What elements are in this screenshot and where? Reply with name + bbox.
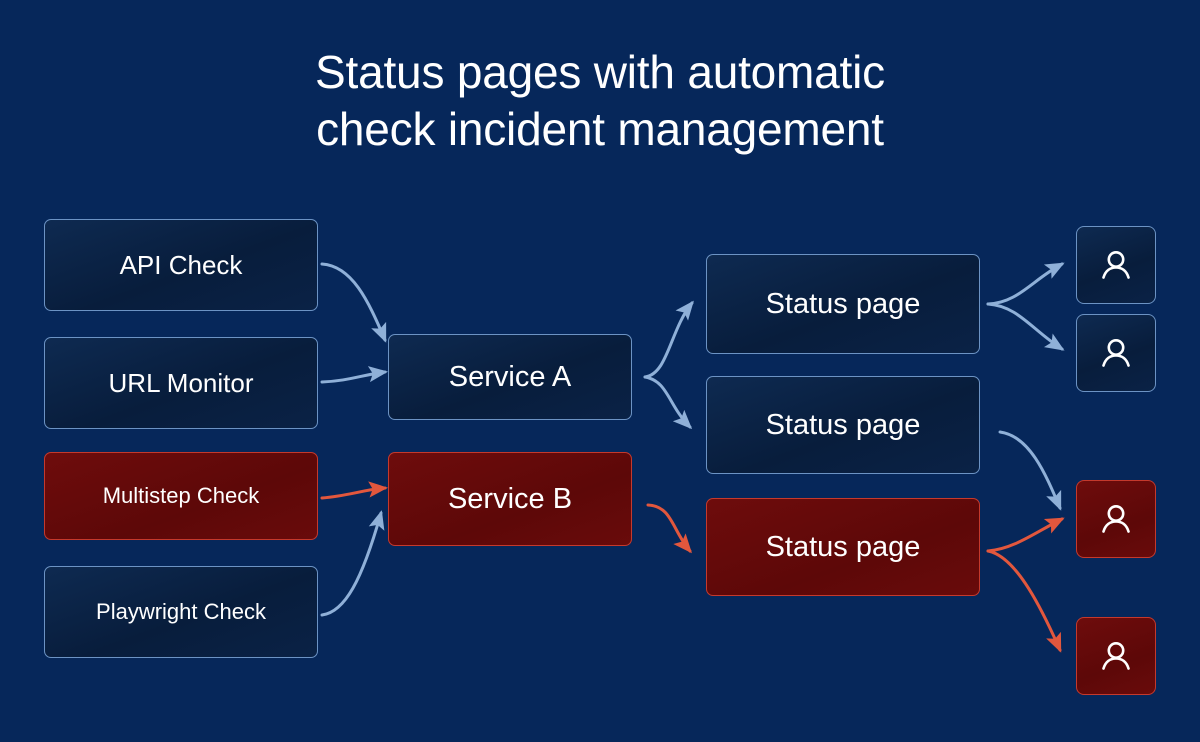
service-label: Service B [447,482,573,515]
link-service-a-to-status-page-1 [643,300,694,379]
link-service-b-to-status-page-3 [646,503,692,554]
subscriber-box-1[interactable] [1076,226,1156,304]
page-title-line-1: Status pages with automatic [315,46,885,98]
user-icon [1102,642,1130,670]
status-page-label: Status page [765,408,921,441]
page-title-line-2: check incident management [316,103,884,155]
subscriber-box-3[interactable] [1076,480,1156,558]
status-page-box-1[interactable]: Status page [706,254,980,354]
link-api-check-to-service-a [320,262,387,343]
link-status-page-2-to-subscriber-3 [998,430,1062,511]
check-box-multistep[interactable]: Multistep Check [44,452,318,540]
link-service-a-to-status-page-2 [643,375,693,430]
check-box-api[interactable]: API Check [44,219,318,311]
link-playwright-check-to-service-b [320,510,385,617]
user-icon [1102,505,1130,533]
subscriber-box-4[interactable] [1076,617,1156,695]
check-label: URL Monitor [108,367,254,398]
link-url-monitor-to-service-a [320,366,388,384]
check-box-playwright[interactable]: Playwright Check [44,566,318,658]
link-status-page-3-to-subscriber-3 [986,517,1065,553]
check-label: Playwright Check [96,599,266,624]
check-label: Multistep Check [102,483,260,508]
status-page-label: Status page [765,530,921,563]
service-label: Service A [448,360,572,393]
service-box-a[interactable]: Service A [388,334,632,420]
status-page-label: Status page [765,287,921,320]
page-title: Status pages with automatic check incide… [0,44,1200,158]
check-box-url-monitor[interactable]: URL Monitor [44,337,318,429]
link-status-page-1-to-subscriber-1 [986,262,1065,306]
service-box-b[interactable]: Service B [388,452,632,546]
link-multistep-check-to-service-b [320,481,388,500]
subscriber-box-2[interactable] [1076,314,1156,392]
link-status-page-3-to-subscriber-4 [986,549,1062,653]
check-label: API Check [119,249,243,280]
status-page-box-3[interactable]: Status page [706,498,980,596]
user-icon [1102,339,1130,367]
user-icon [1102,251,1130,279]
status-page-box-2[interactable]: Status page [706,376,980,474]
link-status-page-1-to-subscriber-2 [986,302,1065,351]
